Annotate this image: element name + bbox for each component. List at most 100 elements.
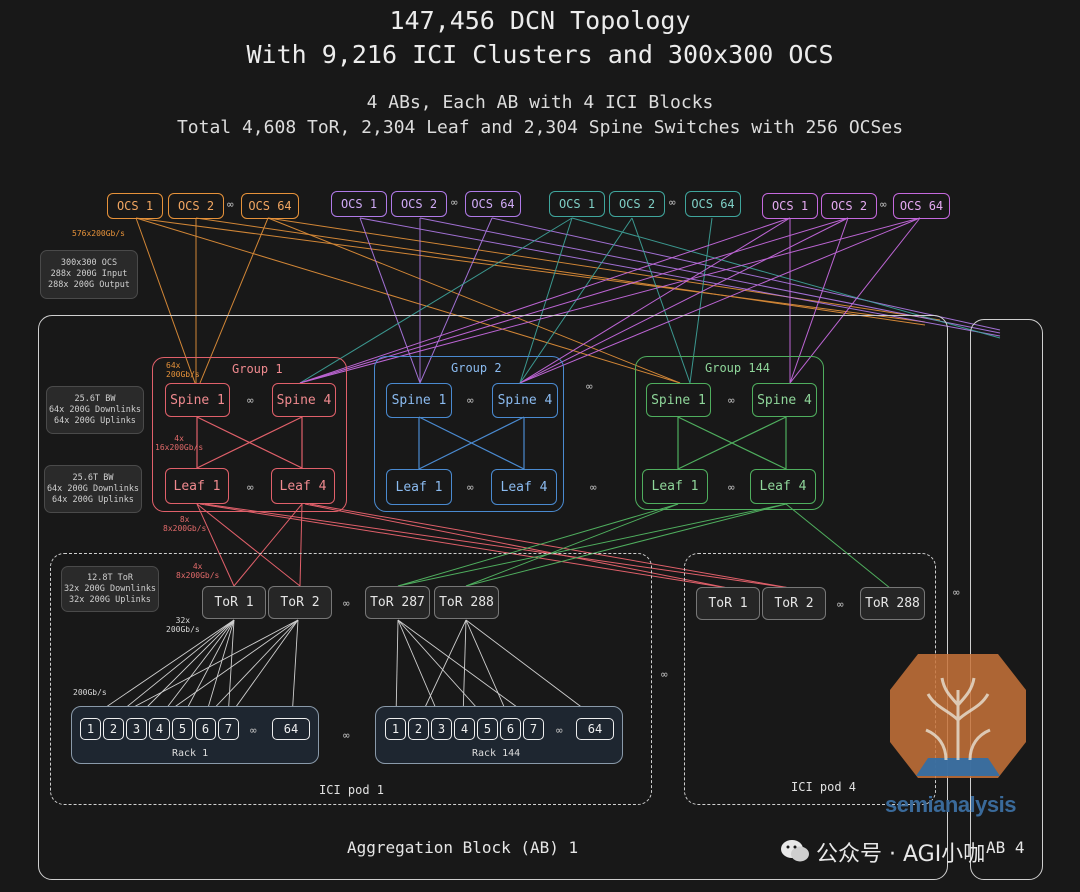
ocs-magenta-1: OCS 1 xyxy=(762,193,818,219)
chip-link-label: 200Gb/s xyxy=(73,688,107,697)
tpu-chip: 2 xyxy=(103,718,124,740)
tpu-chip: 2 xyxy=(408,718,429,740)
tpu-chip: 64 xyxy=(576,718,614,740)
leaf-1: Leaf 1 xyxy=(642,469,708,504)
diagram-subtitle: 4 ABs, Each AB with 4 ICI Blocks xyxy=(366,92,714,113)
label-line: 200Gb/s xyxy=(166,370,200,379)
ocs-magenta-2: OCS 2 xyxy=(821,193,877,219)
tpu-chip: 7 xyxy=(218,718,239,740)
label-line: 32x xyxy=(175,616,191,625)
note-line: 32x 200G Uplinks xyxy=(69,594,151,605)
label-line: 4x xyxy=(192,562,203,571)
spine-spec-note: 25.6T BW 64x 200G Downlinks 64x 200G Upl… xyxy=(46,386,144,434)
switch-ellipsis: ∞ xyxy=(247,481,254,494)
group-144 xyxy=(635,356,824,510)
diagram-subtitle-line2: Total 4,608 ToR, 2,304 Leaf and 2,304 Sp… xyxy=(176,117,904,138)
ocs-teal-64: OCS 64 xyxy=(685,191,741,217)
tor-ellipsis: ∞ xyxy=(343,597,350,610)
tor-ellipsis: ∞ xyxy=(837,598,844,611)
ocs-link-label: 576x200Gb/s xyxy=(72,229,125,238)
chip-ellipsis: ∞ xyxy=(556,724,563,737)
tor-leaf-link-label-2: 4x 8x200Gb/s xyxy=(176,562,219,580)
magenta-ocs-links xyxy=(299,217,921,384)
spine-1: Spine 1 xyxy=(165,383,230,417)
group-title: Group 1 xyxy=(232,362,283,376)
ocs-purple-64: OCS 64 xyxy=(465,191,521,217)
leaf-4: Leaf 4 xyxy=(271,468,335,504)
tpu-chip: 5 xyxy=(477,718,498,740)
wechat-icon xyxy=(781,840,809,862)
spine-4: Spine 4 xyxy=(272,383,336,417)
pod-label: ICI pod 4 xyxy=(791,780,857,794)
spine-1: Spine 1 xyxy=(386,383,452,418)
label-line: 200Gb/s xyxy=(166,625,200,634)
rack-144 xyxy=(375,706,623,764)
tor-spec-note: 12.8T ToR 32x 200G Downlinks 32x 200G Up… xyxy=(61,566,159,612)
rack-label: Rack 1 xyxy=(172,748,209,759)
ocs-spec-note: 300x300 OCS 288x 200G Input 288x 200G Ou… xyxy=(40,250,138,299)
group-ellipsis: ∞ xyxy=(586,380,593,393)
pod-ellipsis: ∞ xyxy=(661,668,668,681)
leaf-4: Leaf 4 xyxy=(750,469,816,504)
leaf-4: Leaf 4 xyxy=(491,469,557,505)
tpu-chip: 4 xyxy=(149,718,170,740)
tpu-chip: 4 xyxy=(454,718,475,740)
group2-mesh xyxy=(418,416,525,470)
tpu-chip: 1 xyxy=(385,718,406,740)
rack-ellipsis: ∞ xyxy=(343,729,350,742)
tpu-chip: 5 xyxy=(172,718,193,740)
semianalysis-logo-icon xyxy=(890,654,1026,778)
group-title: Group 144 xyxy=(705,361,771,375)
ici-pod-1 xyxy=(50,553,652,805)
leaf-tor-links-green xyxy=(397,503,891,589)
diagram-title-line2: With 9,216 ICI Clusters and 300x300 OCS xyxy=(246,40,834,69)
leaf-tor-links-red xyxy=(196,503,791,589)
spine-4: Spine 4 xyxy=(752,383,817,417)
tor-chip-links xyxy=(89,619,597,719)
note-line: 32x 200G Downlinks xyxy=(63,583,157,594)
ocs-orange-1: OCS 1 xyxy=(107,193,163,219)
note-line: 288x 200G Input xyxy=(50,269,128,279)
leaf-spec-note: 25.6T BW 64x 200G Downlinks 64x 200G Upl… xyxy=(44,465,142,513)
switch-ellipsis: ∞ xyxy=(728,481,735,494)
note-line: 25.6T BW xyxy=(72,472,114,483)
group-1 xyxy=(152,357,347,512)
semianalysis-logo-text: semianalysis xyxy=(885,792,1016,817)
purple-ocs-links xyxy=(359,217,1001,384)
ocs-ellipsis: ∞ xyxy=(227,198,234,211)
group-ellipsis: ∞ xyxy=(590,481,597,494)
note-line: 64x 200G Downlinks xyxy=(46,483,140,494)
ocs-orange-64: OCS 64 xyxy=(241,193,299,219)
switch-ellipsis: ∞ xyxy=(467,481,474,494)
tor-1: ToR 1 xyxy=(202,586,266,619)
switch-ellipsis: ∞ xyxy=(728,394,735,407)
tor-downlink-label: 32x 200Gb/s xyxy=(166,616,200,634)
ocs-purple-1: OCS 1 xyxy=(331,191,387,217)
leaf-1: Leaf 1 xyxy=(386,469,452,505)
switch-ellipsis: ∞ xyxy=(467,394,474,407)
tor-2: ToR 2 xyxy=(762,587,826,620)
ocs-ellipsis: ∞ xyxy=(669,196,676,209)
tor-288: ToR 288 xyxy=(434,586,499,619)
tpu-chip: 7 xyxy=(523,718,544,740)
tpu-chip: 3 xyxy=(431,718,452,740)
ocs-magenta-64: OCS 64 xyxy=(893,193,950,219)
pod-label: ICI pod 1 xyxy=(319,783,385,797)
note-line: 300x300 OCS xyxy=(60,258,118,268)
ocs-ellipsis: ∞ xyxy=(880,198,887,211)
tpu-chip: 6 xyxy=(500,718,521,740)
spine-uplink-label: 64x 200Gb/s xyxy=(166,361,200,379)
label-line: 16x200Gb/s xyxy=(155,443,204,452)
aggregation-block-1 xyxy=(38,315,948,880)
tor-287: ToR 287 xyxy=(365,586,430,619)
label-line: 8x200Gb/s xyxy=(176,571,220,580)
aggregation-block-4 xyxy=(970,319,1043,880)
label-line: 4x xyxy=(174,434,184,443)
tor-1: ToR 1 xyxy=(696,587,760,620)
tpu-chip: 3 xyxy=(126,718,147,740)
label-line: 8x200Gb/s xyxy=(163,524,207,533)
ab-ellipsis: ∞ xyxy=(953,586,960,599)
group144-mesh xyxy=(677,416,787,470)
orange-ocs-links xyxy=(135,217,941,384)
